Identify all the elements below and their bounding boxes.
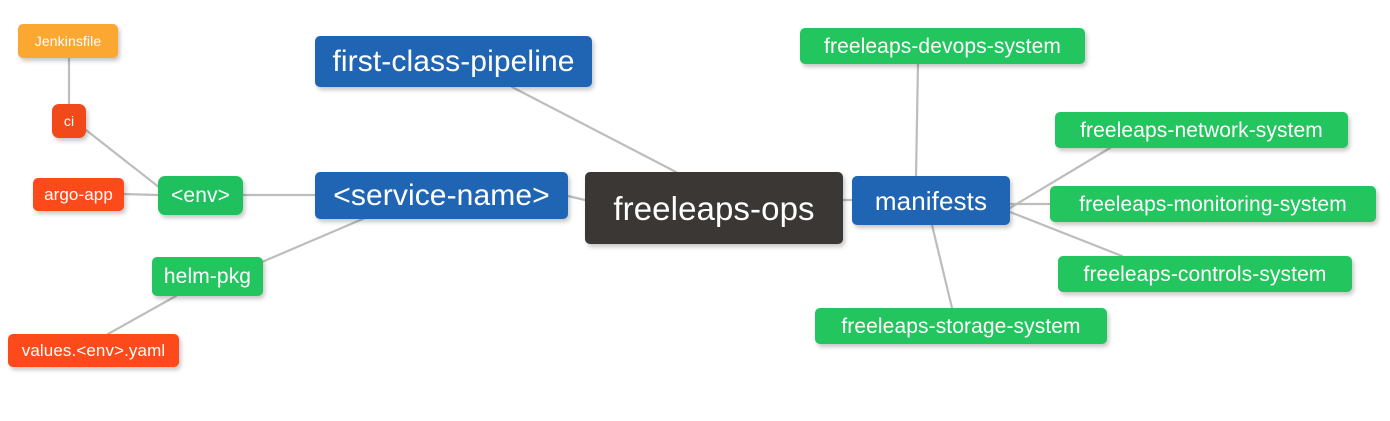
node-label: argo-app bbox=[44, 185, 113, 204]
node-label: freeleaps-storage-system bbox=[841, 314, 1081, 338]
node-label: <service-name> bbox=[333, 178, 550, 212]
edge-pipeline-root bbox=[510, 85, 678, 174]
node-freeleaps-monitoring-system[interactable]: freeleaps-monitoring-system bbox=[1050, 186, 1376, 222]
node-label: freeleaps-controls-system bbox=[1083, 262, 1327, 286]
edge-service-name-root bbox=[566, 194, 587, 202]
node-argo-app[interactable]: argo-app bbox=[33, 178, 124, 211]
node-label: freeleaps-network-system bbox=[1080, 118, 1323, 142]
node-freeleaps-devops-system[interactable]: freeleaps-devops-system bbox=[800, 28, 1085, 64]
node-freeleaps-controls-system[interactable]: freeleaps-controls-system bbox=[1058, 256, 1352, 292]
node-label: Jenkinsfile bbox=[34, 33, 102, 49]
node-label: freeleaps-monitoring-system bbox=[1079, 192, 1347, 216]
edge-service-name-helm bbox=[260, 216, 367, 264]
node-label: freeleaps-devops-system bbox=[824, 34, 1061, 58]
edge-manifests-devops bbox=[914, 61, 920, 178]
node-first-class-pipeline[interactable]: first-class-pipeline bbox=[315, 36, 592, 87]
node-service-name[interactable]: <service-name> bbox=[315, 172, 568, 219]
node-freeleaps-storage-system[interactable]: freeleaps-storage-system bbox=[815, 308, 1107, 344]
edge-manifests-storage bbox=[930, 223, 954, 310]
node-ci[interactable]: ci bbox=[52, 104, 86, 138]
edge-helm-values bbox=[106, 294, 178, 336]
node-label: manifests bbox=[874, 185, 988, 216]
node-values-yaml[interactable]: values.<env>.yaml bbox=[8, 334, 179, 367]
edge-argo-app-env bbox=[122, 192, 160, 197]
node-label: freeleaps-ops bbox=[613, 189, 815, 227]
node-label: helm-pkg bbox=[163, 265, 252, 288]
node-freeleaps-network-system[interactable]: freeleaps-network-system bbox=[1055, 112, 1348, 148]
node-manifests[interactable]: manifests bbox=[852, 176, 1010, 225]
node-label: <env> bbox=[171, 184, 230, 207]
node-label: ci bbox=[63, 113, 75, 129]
node-jenkinsfile[interactable]: Jenkinsfile bbox=[18, 24, 118, 58]
node-freeleaps-ops-root[interactable]: freeleaps-ops bbox=[585, 172, 843, 244]
node-label: first-class-pipeline bbox=[332, 44, 575, 78]
node-label: values.<env>.yaml bbox=[21, 341, 166, 360]
node-env[interactable]: <env> bbox=[158, 176, 243, 215]
node-helm-pkg[interactable]: helm-pkg bbox=[152, 257, 263, 296]
